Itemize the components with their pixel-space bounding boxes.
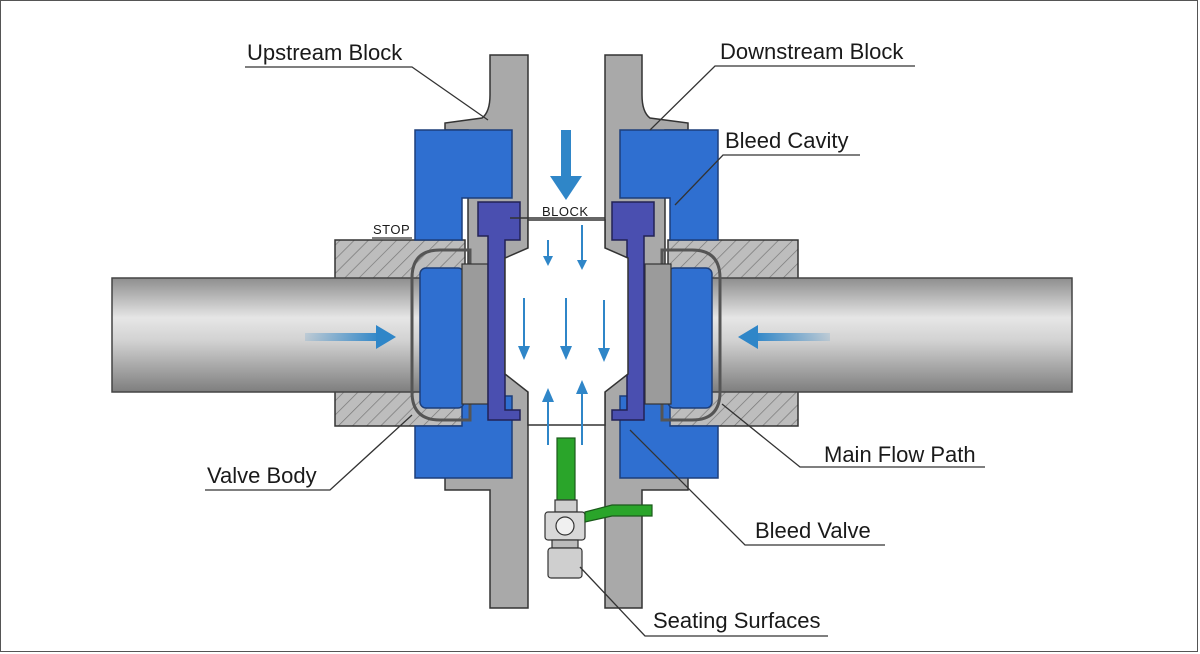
label-main-flow-path: Main Flow Path xyxy=(824,442,976,467)
label-seating-surfaces: Seating Surfaces xyxy=(653,608,821,633)
label-stop-tag: STOP xyxy=(373,222,411,237)
bleed-valve-handle xyxy=(584,504,653,523)
leader-lines xyxy=(205,65,985,637)
label-valve-body: Valve Body xyxy=(207,463,317,488)
bleed-valve-assembly xyxy=(544,437,653,579)
label-bleed-cavity: Bleed Cavity xyxy=(725,128,849,153)
valve-body-right xyxy=(619,129,719,241)
label-block-tag: BLOCK xyxy=(542,204,589,219)
upstream-pipe xyxy=(111,277,463,393)
seat-left xyxy=(477,201,521,421)
liner-left xyxy=(410,248,472,422)
cavity-flow-arrows xyxy=(518,130,610,445)
pipe-flow-arrow-right xyxy=(738,325,830,349)
seat-right xyxy=(611,201,655,421)
label-bleed-valve: Bleed Valve xyxy=(755,518,871,543)
label-downstream-block: Downstream Block xyxy=(720,39,904,64)
valve-body-left-inner xyxy=(419,267,465,409)
valve-body-right-inner xyxy=(667,267,713,409)
bleed-valve-stem xyxy=(556,437,576,503)
seat-ring-right xyxy=(644,263,672,405)
downstream-pipe xyxy=(671,277,1073,393)
seat-ring-left xyxy=(461,263,489,405)
valve-body-left xyxy=(414,129,513,241)
pipe-flow-arrow-left xyxy=(305,325,396,349)
liner-right xyxy=(660,248,722,422)
label-upstream-block: Upstream Block xyxy=(247,40,403,65)
